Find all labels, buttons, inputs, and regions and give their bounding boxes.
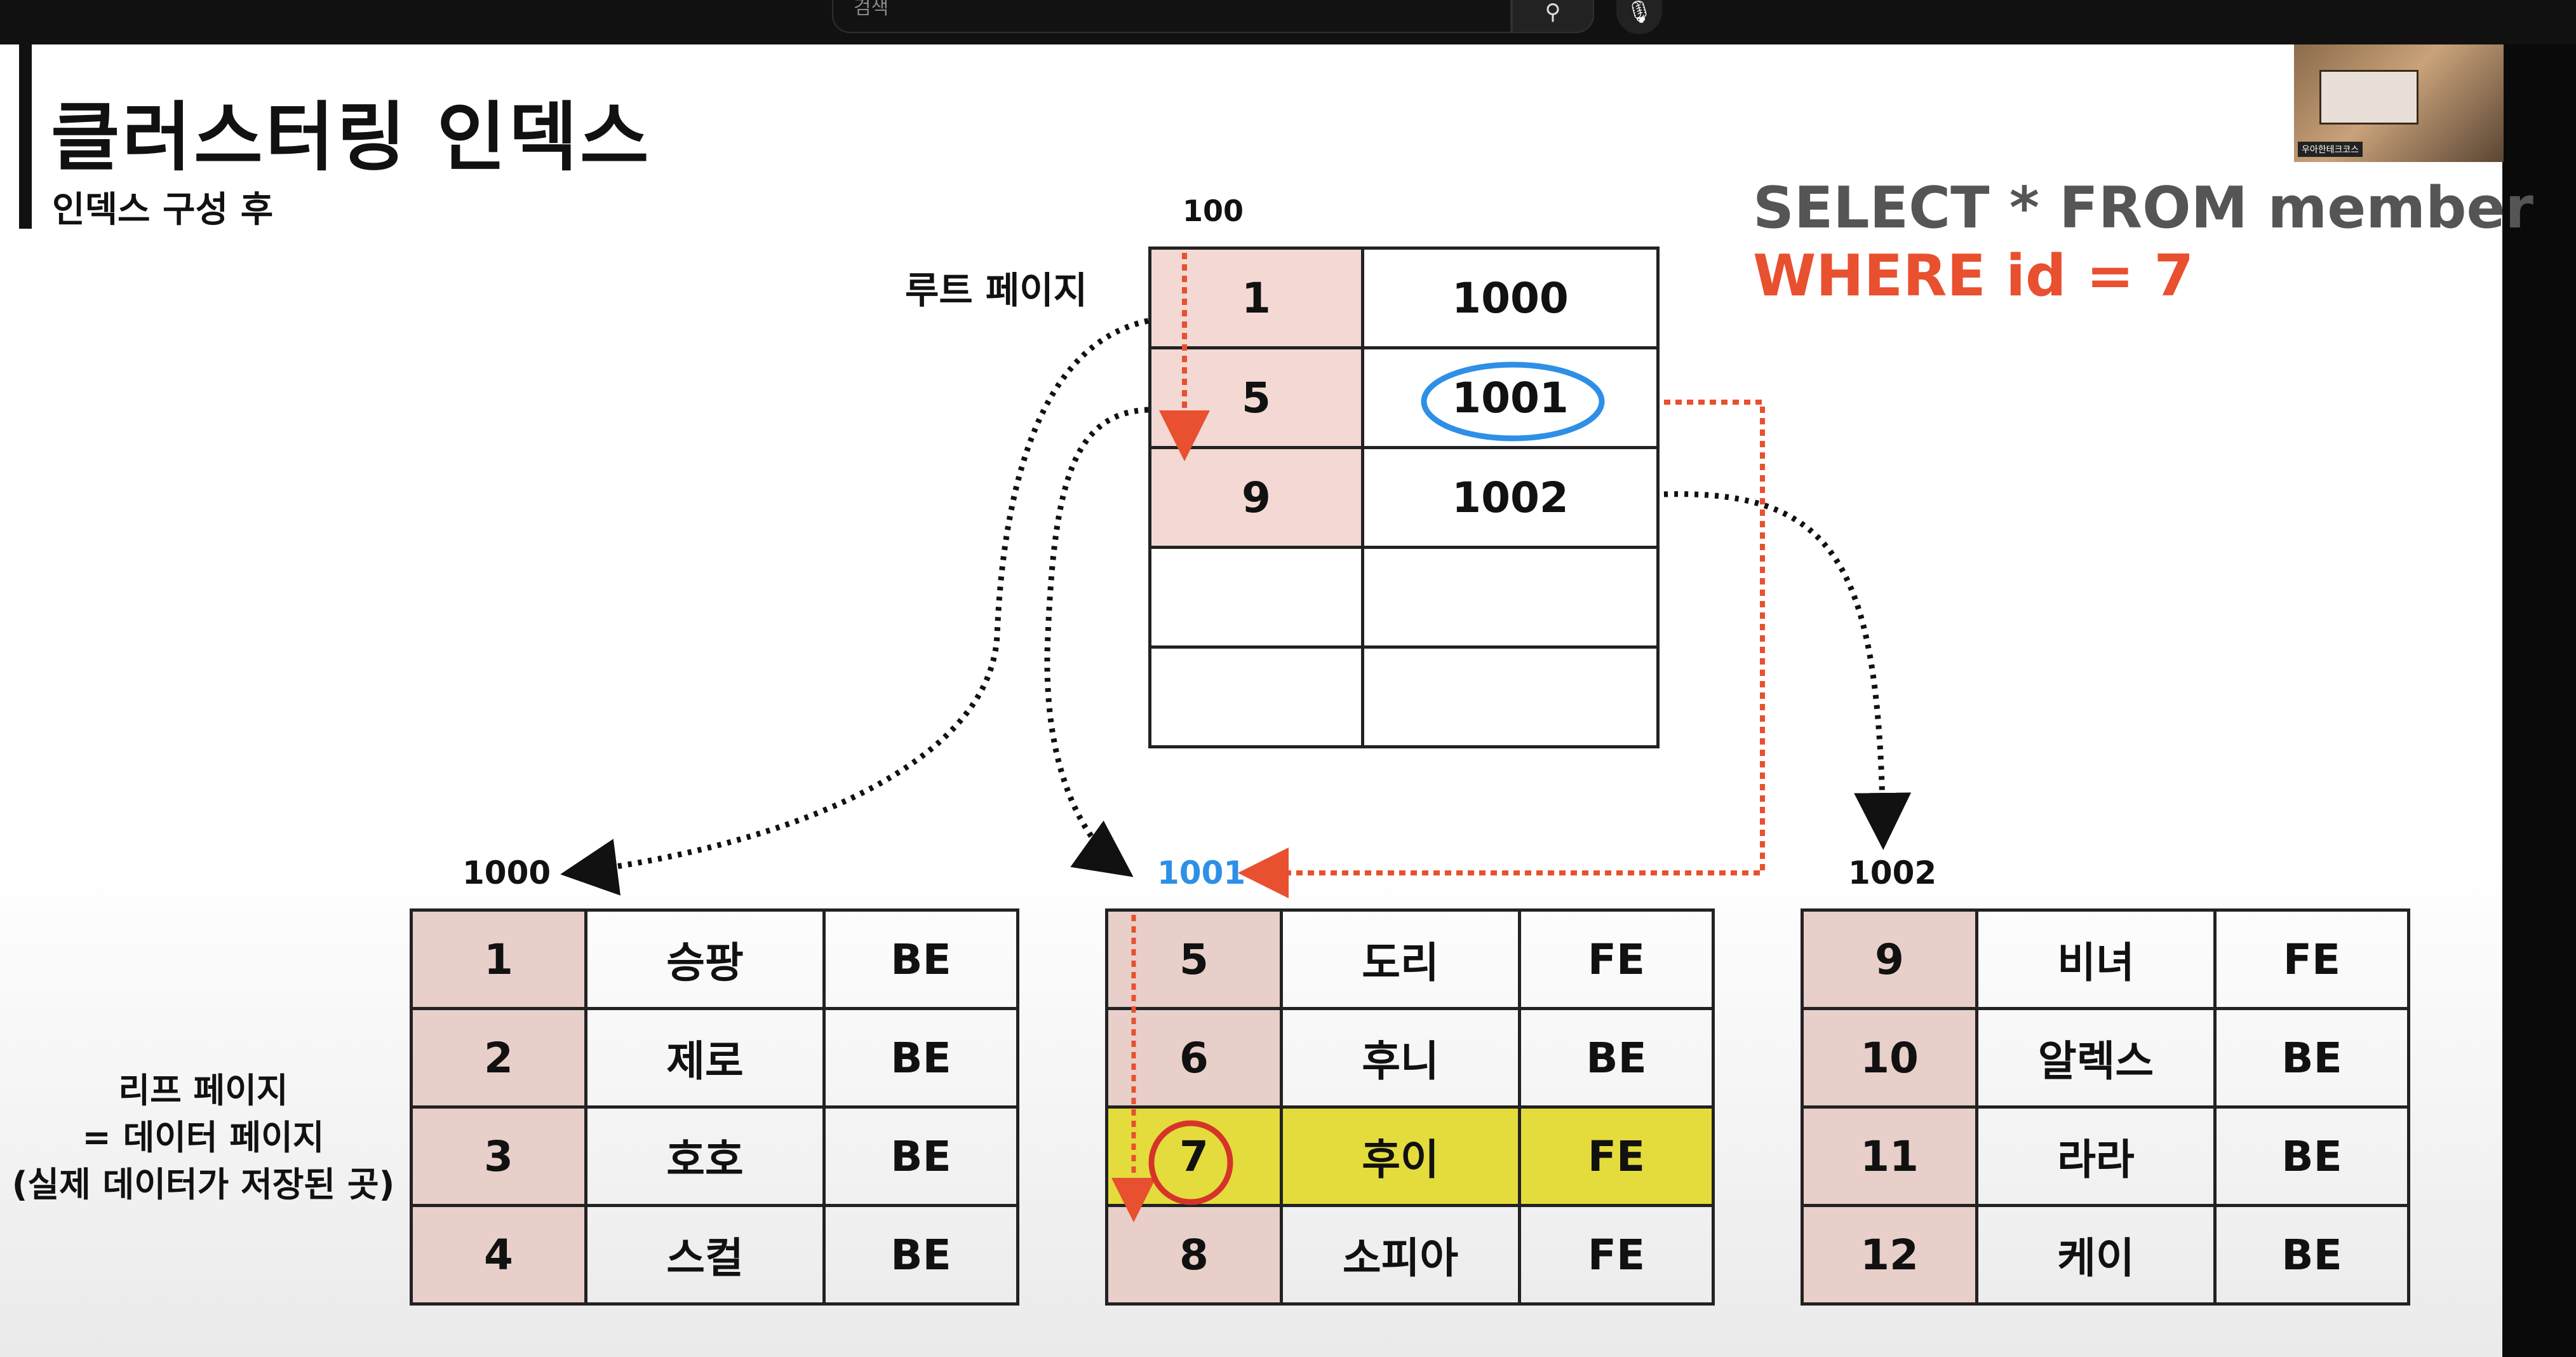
id-cell: 6	[1105, 1007, 1283, 1109]
leaf-label-line: = 데이터 페이지	[82, 1117, 325, 1158]
root-page-cell: 1002	[1361, 446, 1660, 549]
name-cell: 비녀	[1975, 908, 2217, 1010]
id-cell: 3	[410, 1105, 587, 1207]
search-button[interactable]: ⚲	[1512, 0, 1594, 33]
leaf-page-label: 리프 페이지 = 데이터 페이지 (실제 데이터가 저장된 곳)	[0, 1067, 406, 1208]
leaf-page-id-1000: 1000	[462, 854, 551, 891]
team-cell: BE	[2213, 1105, 2410, 1207]
team-cell: BE	[2213, 1204, 2410, 1306]
team-cell: BE	[822, 1007, 1019, 1109]
root-row	[1148, 645, 1660, 748]
presenter-webcam: 우아한테크코스	[2294, 44, 2504, 162]
id-cell: 12	[1801, 1204, 1978, 1306]
id-cell: 1	[410, 908, 587, 1010]
webcam-tag: 우아한테크코스	[2298, 142, 2363, 157]
id-cell: 2	[410, 1007, 587, 1109]
sql-where-line: WHERE id = 7	[1753, 243, 2194, 309]
id-cell: 7	[1105, 1105, 1283, 1207]
leaf-label-line: 리프 페이지	[118, 1070, 288, 1111]
team-cell: BE	[2213, 1007, 2410, 1109]
sql-select-line: SELECT * FROM member	[1753, 175, 2533, 241]
name-cell: 후니	[1280, 1007, 1521, 1109]
id-cell: 10	[1801, 1007, 1978, 1109]
name-cell: 승팡	[584, 908, 826, 1010]
slide-title: 클러스터링 인덱스	[51, 93, 652, 181]
root-key-cell: 9	[1148, 446, 1364, 549]
team-cell: BE	[1518, 1007, 1715, 1109]
name-cell: 스컬	[584, 1204, 826, 1306]
name-cell: 케이	[1975, 1204, 2217, 1306]
team-cell: FE	[2213, 908, 2410, 1010]
root-page-cell	[1361, 645, 1660, 748]
name-cell: 후이	[1280, 1105, 1521, 1207]
search-icon: ⚲	[1545, 0, 1561, 25]
id-cell: 5	[1105, 908, 1283, 1010]
team-cell: BE	[822, 908, 1019, 1010]
slide-subtitle: 인덱스 구성 후	[52, 189, 274, 231]
browser-top-bar: 검색 ⚲ 🎙	[0, 0, 2576, 44]
leaf-label-line: (실제 데이터가 저장된 곳)	[11, 1165, 395, 1205]
id-cell: 11	[1801, 1105, 1978, 1207]
leaf-page-id-1002: 1002	[1848, 854, 1937, 891]
video-side-strip	[2502, 44, 2576, 1357]
name-cell: 알렉스	[1975, 1007, 2217, 1109]
microphone-icon: 🎙	[1625, 0, 1653, 25]
root-key-cell	[1148, 546, 1364, 649]
name-cell: 소피아	[1280, 1204, 1521, 1306]
search-input[interactable]: 검색	[832, 0, 1512, 33]
team-cell: BE	[822, 1105, 1019, 1207]
name-cell: 도리	[1280, 908, 1521, 1010]
name-cell: 호호	[584, 1105, 826, 1207]
root-key-cell	[1148, 645, 1364, 748]
name-cell: 제로	[584, 1007, 826, 1109]
team-cell: FE	[1518, 1204, 1715, 1306]
id-cell: 9	[1801, 908, 1978, 1010]
id-cell: 8	[1105, 1204, 1283, 1306]
root-row	[1148, 546, 1660, 649]
name-cell: 라라	[1975, 1105, 2217, 1207]
team-cell: FE	[1518, 908, 1715, 1010]
root-page-cell: 1000	[1361, 246, 1660, 349]
webcam-screen	[2319, 70, 2418, 125]
title-accent-bar	[19, 44, 32, 229]
leaf-page-id-1001: 1001	[1157, 854, 1246, 891]
search-placeholder: 검색	[854, 0, 889, 19]
root-page-label: 루트 페이지	[905, 269, 1087, 312]
team-cell: BE	[822, 1204, 1019, 1306]
root-page-id: 100	[1183, 194, 1244, 228]
root-page-cell	[1361, 546, 1660, 649]
root-key-cell: 5	[1148, 346, 1364, 449]
root-page-cell: 1001	[1361, 346, 1660, 449]
root-key-cell: 1	[1148, 246, 1364, 349]
id-cell: 4	[410, 1204, 587, 1306]
microphone-button[interactable]: 🎙	[1616, 0, 1662, 34]
team-cell: FE	[1518, 1105, 1715, 1207]
